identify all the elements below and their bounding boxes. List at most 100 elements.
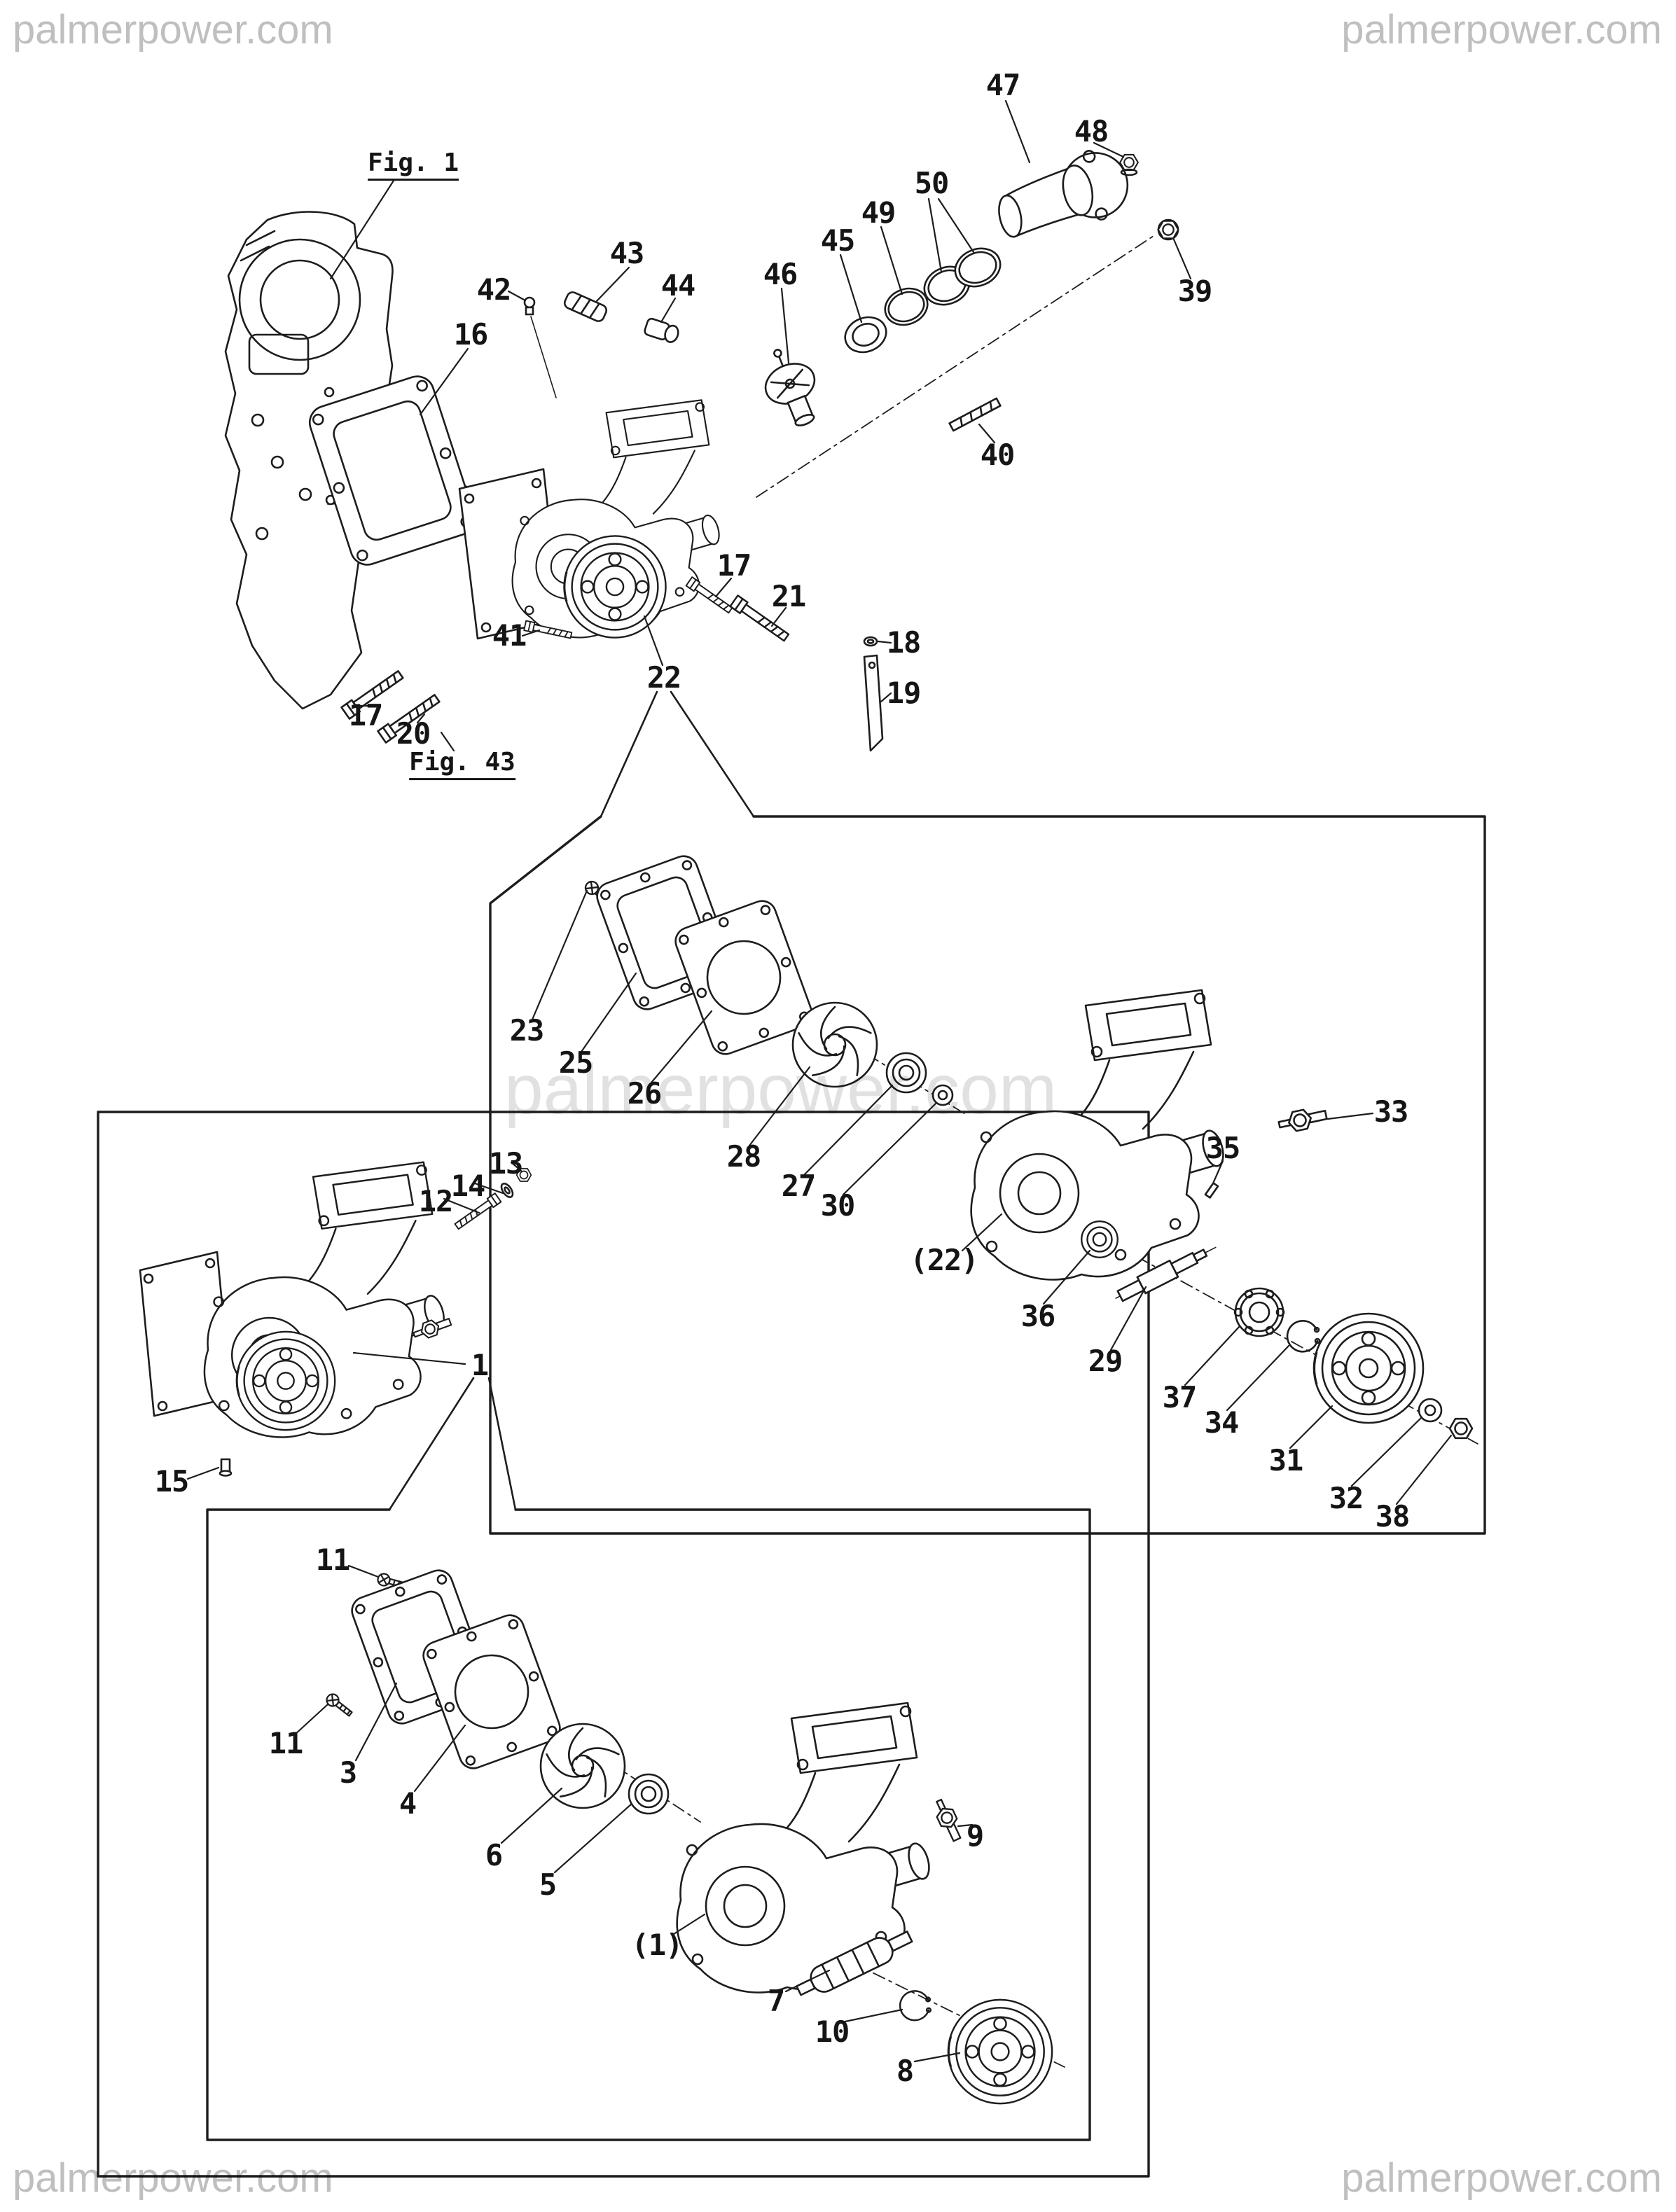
watermark-center: palmerpower.com [504, 1050, 1058, 1129]
callout-14: 14 [450, 1169, 486, 1203]
callout-30: 30 [820, 1188, 856, 1223]
callout-17a: 17 [716, 548, 752, 583]
pulley-top [563, 535, 667, 639]
callout-36: 36 [1020, 1299, 1056, 1333]
nipple-42-stem [530, 316, 557, 398]
clip-18 [863, 636, 878, 647]
callout-6: 6 [485, 1838, 503, 1872]
callout-13: 13 [488, 1146, 524, 1181]
callout-23: 23 [509, 1013, 545, 1048]
oring-50b [954, 247, 1002, 288]
snapring-10 [899, 1990, 932, 2022]
callout-5: 5 [539, 1867, 557, 1902]
callout-20: 20 [396, 716, 431, 751]
callout-22-paren: (22) [910, 1243, 978, 1277]
callout-35: 35 [1205, 1131, 1241, 1165]
figure-ref-fig43: Fig. 43 [409, 749, 515, 780]
callout-22: 22 [646, 660, 682, 695]
pulley-31 [1313, 1312, 1425, 1424]
callout-38: 38 [1375, 1499, 1411, 1533]
callout-1: 1 [471, 1348, 489, 1382]
callout-7: 7 [767, 1984, 785, 2018]
callout-41: 41 [492, 618, 527, 653]
fitting-39 [1157, 218, 1179, 241]
callout-43: 43 [609, 236, 645, 270]
callout-44: 44 [660, 268, 696, 302]
callout-32: 32 [1329, 1481, 1364, 1515]
callout-25: 25 [558, 1045, 594, 1080]
callout-17b: 17 [348, 698, 384, 732]
callout-46: 46 [763, 257, 798, 291]
fitting-9 [931, 1797, 964, 1843]
washer-30 [932, 1084, 954, 1106]
callout-19: 19 [886, 676, 922, 710]
stud-40 [948, 397, 1002, 432]
joint-43 [563, 291, 608, 322]
callout-45: 45 [820, 223, 856, 258]
watermark-bottom-right: palmerpower.com [1341, 2155, 1662, 2201]
pin-35 [1204, 1182, 1219, 1199]
nipple-42 [523, 296, 536, 316]
detail-box-22 [489, 815, 1486, 1535]
callout-16: 16 [453, 317, 489, 352]
callout-49: 49 [861, 195, 896, 230]
callout-48: 48 [1074, 114, 1109, 148]
outlet-housing-47 [998, 150, 1129, 238]
callout-28: 28 [726, 1139, 762, 1174]
callout-3: 3 [339, 1755, 357, 1790]
outer-box-1 [97, 1111, 1150, 2178]
callout-47: 47 [985, 68, 1021, 102]
callout-39: 39 [1177, 274, 1213, 308]
plug-15 [219, 1458, 233, 1477]
callout-11b: 11 [268, 1726, 304, 1760]
callout-33: 33 [1373, 1094, 1409, 1129]
callout-27: 27 [781, 1169, 817, 1203]
washer-14 [500, 1183, 514, 1198]
callout-42: 42 [476, 272, 512, 307]
seal-36 [1081, 1220, 1119, 1258]
callout-12: 12 [418, 1184, 454, 1218]
callout-11a: 11 [315, 1543, 351, 1577]
seat-45 [844, 316, 887, 354]
callout-26: 26 [627, 1076, 663, 1111]
callout-37: 37 [1162, 1380, 1198, 1414]
screw-11b [323, 1690, 355, 1720]
seal-5 [628, 1773, 670, 1815]
gasket-16 [308, 375, 476, 566]
callout-4: 4 [399, 1786, 417, 1821]
callout-8: 8 [896, 2054, 914, 2088]
bearing-37 [1233, 1287, 1285, 1337]
callout-50: 50 [914, 166, 950, 200]
thermostat-46 [764, 349, 816, 426]
snapring-34 [1286, 1319, 1321, 1353]
engine-block [224, 211, 394, 710]
watermark-top-right: palmerpower.com [1341, 7, 1662, 53]
callout-31: 31 [1268, 1443, 1304, 1477]
callout-18: 18 [886, 625, 922, 660]
callout-1-paren: (1) [631, 1928, 684, 1962]
nut-38 [1448, 1417, 1474, 1440]
cap-44 [644, 317, 679, 343]
callout-21: 21 [771, 579, 807, 613]
callout-15: 15 [154, 1464, 190, 1498]
callout-10: 10 [815, 2015, 850, 2049]
fitting-33 [1277, 1106, 1328, 1134]
plug-48 [1119, 153, 1139, 176]
shaft-29 [1115, 1246, 1217, 1302]
callout-34: 34 [1204, 1405, 1240, 1440]
pulley-8 [947, 1998, 1053, 2105]
figure-ref-fig1: Fig. 1 [367, 150, 459, 181]
inner-box-1 [206, 1508, 1091, 2141]
funnel-lines [388, 690, 755, 1511]
watermark-bottom-left: palmerpower.com [13, 2155, 333, 2201]
callout-40: 40 [980, 438, 1016, 472]
leader-lines [186, 99, 1453, 2063]
callout-9: 9 [966, 1818, 984, 1853]
plate-19 [863, 654, 884, 752]
washer-32 [1418, 1398, 1443, 1423]
watermark-top-left: palmerpower.com [13, 7, 333, 53]
callout-29: 29 [1088, 1344, 1123, 1378]
oring-49 [884, 287, 929, 326]
